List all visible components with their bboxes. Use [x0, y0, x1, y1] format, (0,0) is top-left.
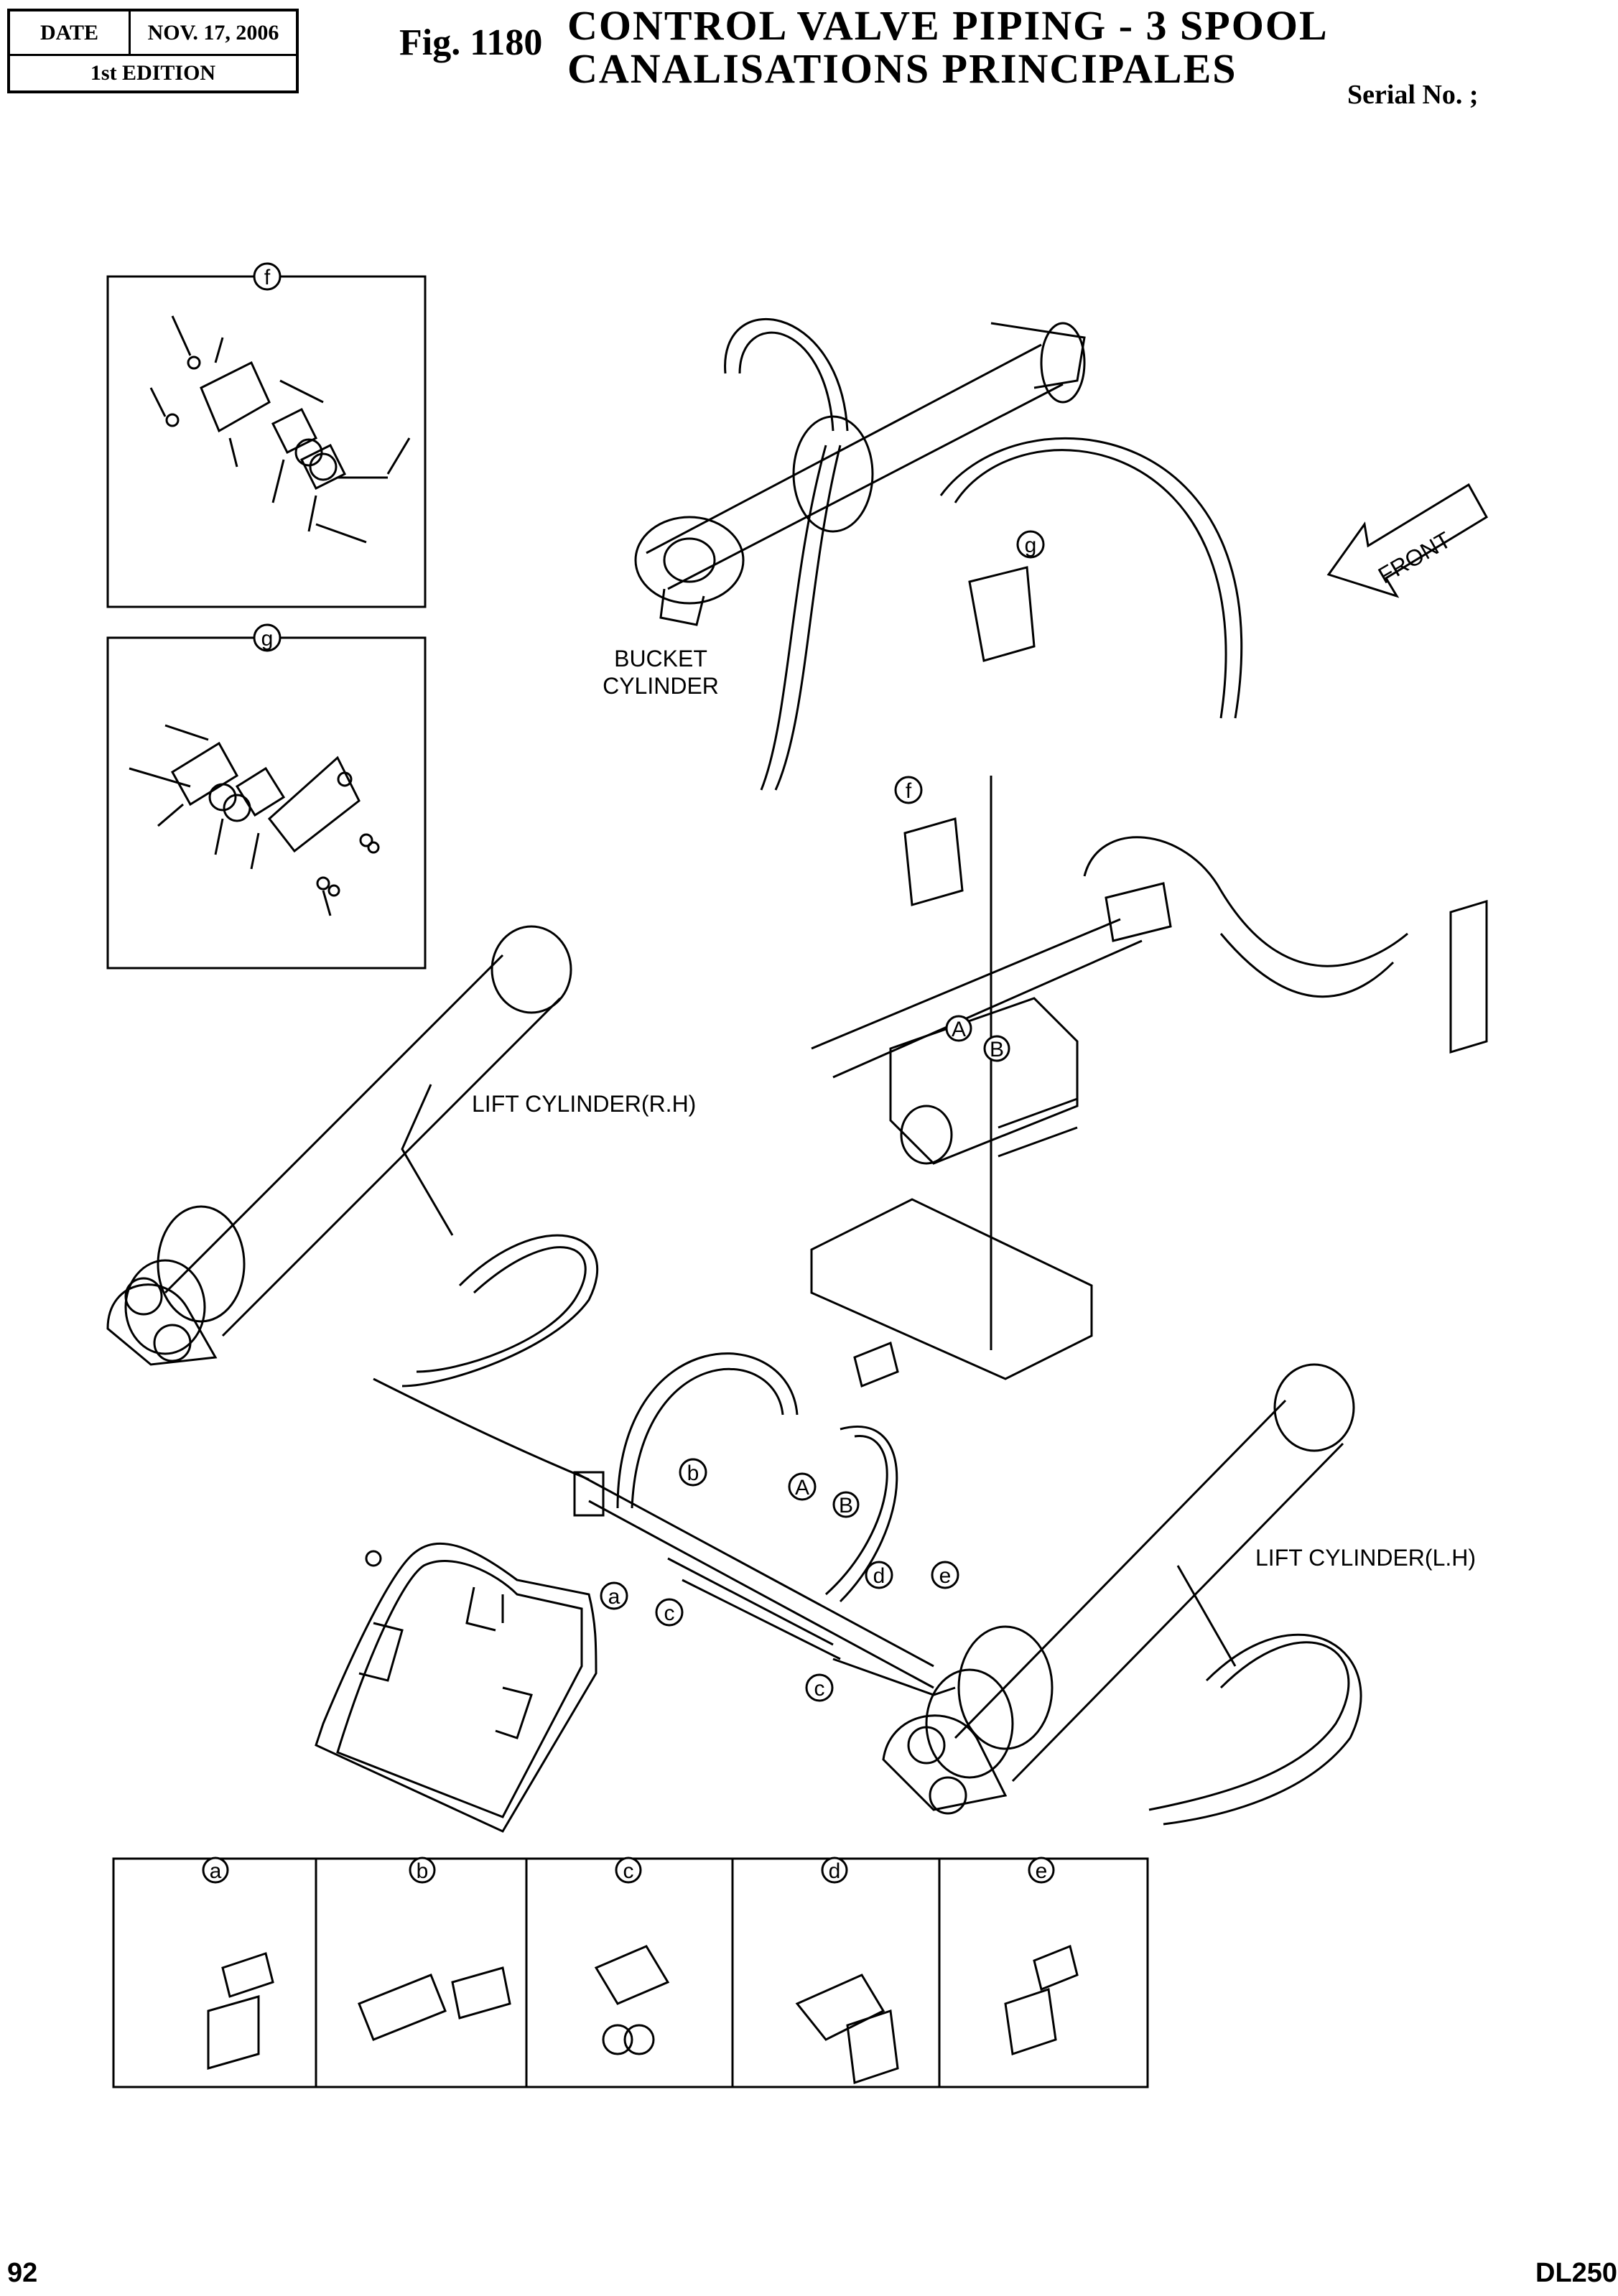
callout-c-main-1: c	[664, 1602, 675, 1625]
callout-b-detail: b	[417, 1859, 429, 1883]
callout-d-main: d	[873, 1564, 885, 1588]
title-french: CANALISATIONS PRINCIPALES	[567, 45, 1237, 92]
bucket-cylinder-label-2: CYLINDER	[603, 673, 719, 699]
date-edition-box: DATE NOV. 17, 2006 1st EDITION	[7, 9, 299, 93]
callout-b-main: b	[687, 1461, 699, 1485]
callout-A-valve: A	[952, 1018, 966, 1041]
callout-B-pipe: B	[839, 1494, 853, 1518]
callout-a-detail: a	[210, 1859, 222, 1883]
date-label: DATE	[10, 11, 131, 54]
callout-A-pipe: A	[795, 1476, 809, 1500]
bottom-detail-boxes	[112, 1857, 1149, 2088]
callout-d-detail: d	[829, 1859, 841, 1883]
detail-box-f: f	[106, 262, 427, 608]
callout-f-main: f	[906, 779, 912, 803]
page-number: 92	[7, 2258, 38, 2288]
callout-a-main: a	[608, 1585, 620, 1609]
lift-cylinder-lh-label: LIFT CYLINDER(L.H)	[1255, 1545, 1476, 1571]
figure-number: Fig. 1180	[399, 22, 543, 63]
callout-c-main-2: c	[814, 1677, 825, 1701]
control-valve-drawing	[811, 566, 1488, 1350]
callout-e-main: e	[939, 1564, 952, 1588]
detail-box-g: g	[106, 623, 427, 970]
callout-g-main: g	[1025, 534, 1037, 557]
callout-f-top: f	[264, 266, 271, 289]
lift-cylinder-rh-drawing	[106, 925, 599, 1388]
cover-plate-drawing	[315, 1543, 598, 1833]
lift-cylinder-lh-drawing	[882, 1363, 1362, 1826]
edition-label: 1st EDITION	[90, 61, 216, 85]
callout-c-detail: c	[623, 1859, 634, 1883]
center-piping-drawing	[373, 1352, 956, 1696]
callout-circles	[202, 530, 1055, 1884]
bucket-cylinder-drawing	[634, 317, 1243, 791]
callout-e-detail: e	[1036, 1859, 1048, 1883]
front-arrow: FRONT	[1326, 483, 1489, 598]
callout-g-top: g	[261, 627, 274, 651]
mounting-plate-drawing	[810, 1198, 1093, 1388]
bucket-cylinder-label-1: BUCKET	[614, 646, 707, 671]
title-english: CONTROL VALVE PIPING - 3 SPOOL	[567, 2, 1329, 49]
model-name: DL250	[1535, 2258, 1618, 2288]
lift-cylinder-rh-label: LIFT CYLINDER(R.H)	[472, 1091, 696, 1117]
callout-B-valve: B	[990, 1038, 1004, 1061]
date-value: NOV. 17, 2006	[147, 20, 279, 45]
serial-number-label: Serial No. ;	[1347, 80, 1479, 110]
